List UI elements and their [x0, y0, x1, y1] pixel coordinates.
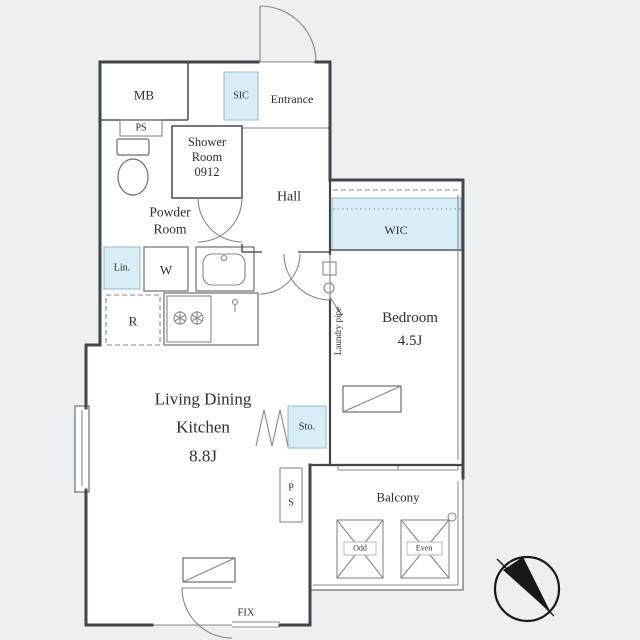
- toilet-tank-icon: [116, 138, 150, 156]
- storage-closet: [287, 405, 327, 449]
- ldk-door-arc: [259, 253, 301, 295]
- laundry-pipe-symbols: [322, 261, 343, 317]
- fridge-label: R: [129, 314, 138, 329]
- wic-closet: [331, 197, 462, 251]
- shower-room-box: [171, 125, 243, 199]
- meter-box: [100, 62, 189, 137]
- windows: [74, 195, 459, 629]
- washer-label: W: [160, 263, 173, 278]
- north-arrow-icon: [493, 555, 561, 623]
- entrance-area: [242, 5, 330, 129]
- ac-unit-right-label: Even: [416, 544, 432, 553]
- labels: MB PS SIC Entrance Shower Room 0912 Powd…: [114, 88, 438, 619]
- balcony-area: [310, 478, 464, 591]
- ac-unit-left-label: Odd: [353, 544, 367, 553]
- powder-label-1: Powder: [149, 205, 191, 220]
- ldk-size-label: 8.8J: [189, 447, 217, 466]
- wic-label: WIC: [384, 223, 407, 237]
- wic-details: [330, 189, 463, 251]
- drain-icon: [447, 512, 457, 522]
- linen-closet: [103, 246, 141, 290]
- ldk-bottom-door-arc: [181, 587, 233, 639]
- fridge-space: [105, 294, 161, 346]
- storage-bifold-door: [255, 409, 289, 447]
- bedroom-label: Bedroom: [382, 310, 438, 326]
- shower-label-1: Shower: [188, 135, 227, 149]
- laundry-pipe-label: Laundry pipe: [333, 307, 343, 355]
- ldk-label-1: Living Dining: [155, 390, 252, 409]
- ac-unit-right: [400, 519, 450, 579]
- sic-label: SIC: [233, 91, 249, 102]
- hall-label: Hall: [277, 190, 301, 205]
- kitchen-fixtures: [105, 292, 259, 346]
- linen-label: Lin.: [114, 263, 130, 274]
- balcony-label: Balcony: [376, 490, 420, 505]
- ps-lower-label-p: P: [288, 483, 294, 494]
- powder-label-2: Room: [153, 222, 187, 237]
- ps-upper-label: PS: [135, 123, 146, 134]
- shower-label-2: Room: [192, 150, 223, 164]
- furniture: [182, 385, 402, 583]
- stove-icon: [166, 295, 212, 343]
- mb-label: MB: [134, 88, 155, 103]
- outer-walls: [84, 60, 465, 627]
- shower-label-3: 0912: [195, 165, 220, 179]
- bedroom-door-arc: [283, 253, 331, 301]
- sic-closet: [223, 71, 259, 121]
- washer-space-icon: [143, 246, 189, 292]
- entrance-door-arc: [259, 5, 317, 63]
- ldk-label-2: Kitchen: [176, 418, 230, 437]
- toilet-bowl-icon: [117, 158, 149, 196]
- fix-label: FIX: [238, 608, 255, 619]
- ps-lower-label-s: S: [288, 498, 294, 509]
- storage-label: Sto.: [299, 422, 316, 433]
- door-arcs: [152, 197, 331, 639]
- powder-door-arc: [197, 197, 243, 243]
- shower-door-arc: [197, 197, 243, 243]
- fix-window: [232, 621, 280, 628]
- pipe-space-box: [279, 467, 303, 523]
- entrance-label: Entrance: [271, 92, 314, 106]
- powder-room-fixtures: [116, 138, 255, 292]
- burner-icon: [173, 311, 204, 325]
- ac-unit-left: [336, 519, 384, 579]
- bedroom-size-label: 4.5J: [398, 333, 423, 349]
